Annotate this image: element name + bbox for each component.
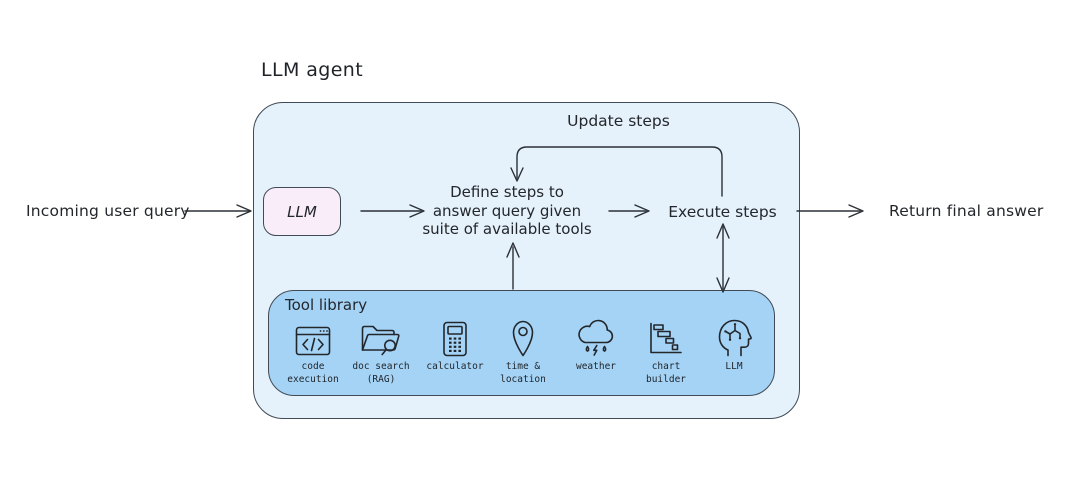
incoming-arrow xyxy=(184,204,252,218)
incoming-query-label: Incoming user query xyxy=(26,202,190,220)
tool-label: weather xyxy=(575,361,617,372)
map-pin-icon xyxy=(510,319,536,357)
execute-steps-node: Execute steps xyxy=(668,203,777,221)
calculator-icon xyxy=(442,319,468,357)
diagram-title: LLM agent xyxy=(261,59,364,81)
brain-head-icon xyxy=(715,319,753,357)
tool-label: code execution xyxy=(287,361,339,386)
tool-label: LLM xyxy=(725,361,743,372)
tool-item-chart-builder: chart builder xyxy=(628,319,704,387)
tool-label: time & location xyxy=(500,361,546,386)
llm-node: LLM xyxy=(263,187,341,236)
folder-search-icon xyxy=(359,319,403,357)
define-steps-node: Define steps to answer query given suite… xyxy=(422,183,592,238)
gantt-chart-icon xyxy=(647,319,685,357)
tool-item-calculator: calculator xyxy=(417,319,493,373)
tool-library-container xyxy=(268,290,775,396)
return-answer-label: Return final answer xyxy=(889,202,1044,220)
rain-cloud-icon xyxy=(575,319,617,357)
tool-item-weather: weather xyxy=(558,319,634,373)
tool-label: chart builder xyxy=(645,361,687,386)
llm-node-label: LLM xyxy=(287,202,317,221)
tool-library-title: Tool library xyxy=(285,296,368,314)
tool-item-doc-search: doc search (RAG) xyxy=(343,319,419,387)
tool-item-llm: LLM xyxy=(696,319,772,373)
tool-label: calculator xyxy=(426,361,484,372)
tool-item-code-execution: code execution xyxy=(275,319,351,387)
tool-label: doc search (RAG) xyxy=(352,361,410,386)
tool-item-time-location: time & location xyxy=(485,319,561,387)
code-window-icon xyxy=(295,319,331,357)
update-steps-label: Update steps xyxy=(567,112,670,130)
execute-to-output-arrow xyxy=(796,204,864,218)
